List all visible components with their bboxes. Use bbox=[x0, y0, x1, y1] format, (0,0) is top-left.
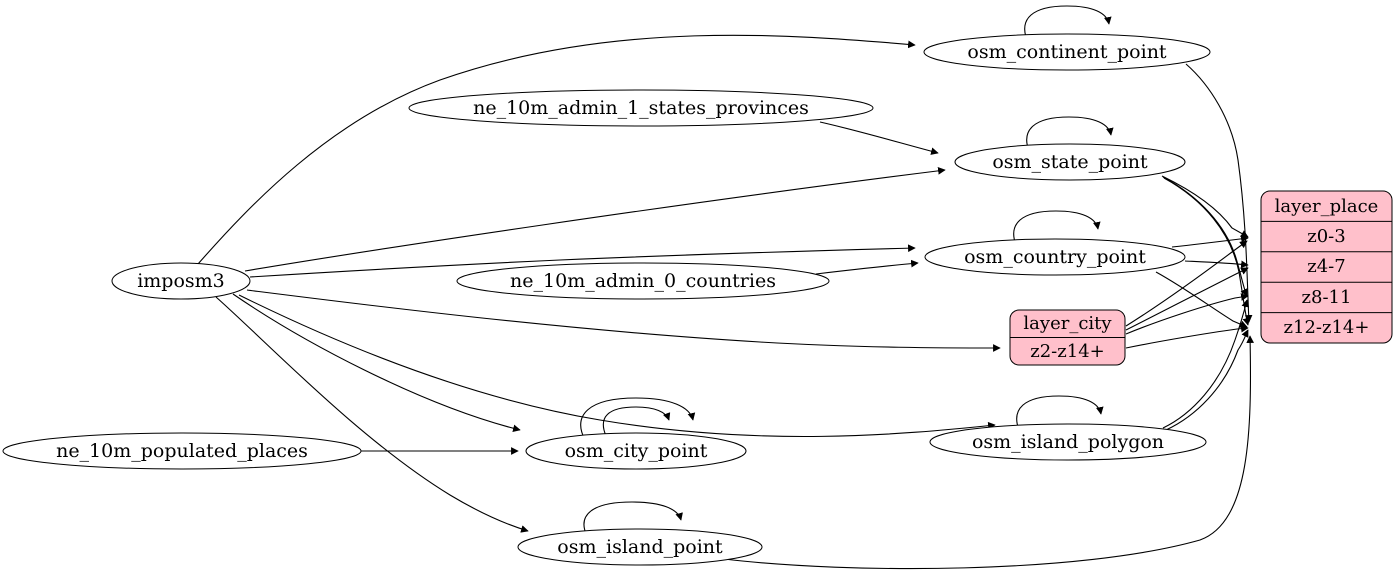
edge-self-osm_continent_point bbox=[1024, 5, 1112, 41]
node-osm_continent_point-label: osm_continent_point bbox=[967, 41, 1167, 63]
node-layer: imposm3 ne_10m_admin_1_states_provinces … bbox=[2, 33, 1211, 566]
node-ne_states-label: ne_10m_admin_1_states_provinces bbox=[473, 97, 809, 119]
record-layer_place-row-1[interactable]: z0-3 bbox=[1307, 226, 1345, 247]
node-osm_state_point-label: osm_state_point bbox=[992, 151, 1148, 173]
edge-self-osm_island_polygon bbox=[1016, 395, 1104, 431]
edge-self-osm_island_point bbox=[583, 501, 683, 537]
edge-imposm3-to-osm_island_polygon bbox=[238, 294, 996, 438]
node-osm_continent_point[interactable]: osm_continent_point bbox=[923, 33, 1211, 71]
edge-self-osm_city_point-inner bbox=[602, 406, 671, 437]
edge-osm_country_point-to-z12 bbox=[1155, 271, 1248, 328]
node-osm_island_polygon[interactable]: osm_island_polygon bbox=[929, 423, 1207, 461]
record-layer_city[interactable]: layer_city z2-z14+ bbox=[1009, 309, 1126, 366]
record-layer_place-row-2[interactable]: z4-7 bbox=[1307, 256, 1345, 277]
edge-osm_country_point-to-z4_7 bbox=[1184, 260, 1249, 269]
node-osm_country_point[interactable]: osm_country_point bbox=[924, 238, 1186, 276]
record-layer_city-row-0: layer_city bbox=[1023, 313, 1112, 334]
edge-ne_countries-to-osm_country_point bbox=[815, 259, 919, 275]
edge-imposm3-to-osm_continent_point bbox=[197, 34, 916, 265]
edge-self-osm_city_point-outer bbox=[580, 397, 696, 441]
record-layer_place[interactable]: layer_place z0-3 z4-7 z8-11 z12-z14+ bbox=[1260, 190, 1393, 344]
edge-layer bbox=[197, 5, 1254, 570]
edge-imposm3-to-osm_country_point bbox=[249, 244, 916, 278]
edge-self-osm_state_point bbox=[1026, 116, 1114, 152]
edge-ne_states-to-osm_state_point bbox=[819, 121, 939, 155]
edge-imposm3-to-osm_city_point bbox=[232, 293, 521, 433]
edge-osm_island_polygon-to-z12 bbox=[1165, 329, 1249, 431]
node-osm_island_polygon-label: osm_island_polygon bbox=[972, 431, 1164, 453]
edge-imposm3-to-osm_island_point bbox=[215, 296, 529, 533]
edge-osm_country_point-to-z0_3 bbox=[1171, 235, 1249, 248]
edge-layer_city-to-z4_7 bbox=[1125, 267, 1249, 331]
node-ne_10m_admin_0_countries[interactable]: ne_10m_admin_0_countries bbox=[456, 262, 830, 300]
edge-layer_city-to-z8_11 bbox=[1125, 293, 1249, 335]
node-imposm3[interactable]: imposm3 bbox=[111, 262, 251, 300]
record-layer_place-row-4[interactable]: z12-z14+ bbox=[1284, 317, 1370, 338]
node-osm_island_point-label: osm_island_point bbox=[557, 536, 723, 558]
edge-osm_continent_point-to-z12 bbox=[1185, 63, 1253, 323]
node-ne_10m_populated_places[interactable]: ne_10m_populated_places bbox=[2, 432, 362, 470]
record-layer_city-row-1[interactable]: z2-z14+ bbox=[1030, 341, 1105, 362]
node-osm_city_point[interactable]: osm_city_point bbox=[525, 432, 747, 470]
edge-layer_city-to-z0_3 bbox=[1125, 240, 1248, 327]
edge-imposm3-to-layer_city bbox=[246, 289, 1001, 352]
record-layer: layer_city z2-z14+ layer_place z0-3 z4-7… bbox=[1009, 190, 1393, 366]
node-osm_city_point-label: osm_city_point bbox=[565, 440, 708, 462]
node-ne_countries-label: ne_10m_admin_0_countries bbox=[510, 270, 776, 292]
node-osm_island_point[interactable]: osm_island_point bbox=[517, 528, 763, 566]
record-layer_place-row-3[interactable]: z8-11 bbox=[1302, 287, 1352, 308]
edge-osm_state_point-to-z8_11 bbox=[1162, 176, 1248, 297]
node-osm_country_point-label: osm_country_point bbox=[964, 246, 1146, 268]
edge-osm_island_point-to-z12 bbox=[723, 335, 1254, 570]
edge-osm_island_polygon-to-z8_11 bbox=[1162, 299, 1250, 429]
node-imposm3-label: imposm3 bbox=[137, 270, 225, 292]
edge-imposm3-to-osm_state_point bbox=[244, 167, 946, 272]
edge-osm_state_point-to-z0_3 bbox=[1161, 175, 1249, 238]
edge-self-osm_country_point bbox=[1013, 210, 1101, 246]
edge-layer_city-to-z12 bbox=[1125, 324, 1249, 349]
record-layer_place-row-0: layer_place bbox=[1275, 196, 1379, 217]
node-osm_state_point[interactable]: osm_state_point bbox=[954, 143, 1186, 181]
node-ne_10m_admin_1_states_provinces[interactable]: ne_10m_admin_1_states_provinces bbox=[408, 89, 874, 127]
node-ne_populated-label: ne_10m_populated_places bbox=[56, 440, 308, 462]
